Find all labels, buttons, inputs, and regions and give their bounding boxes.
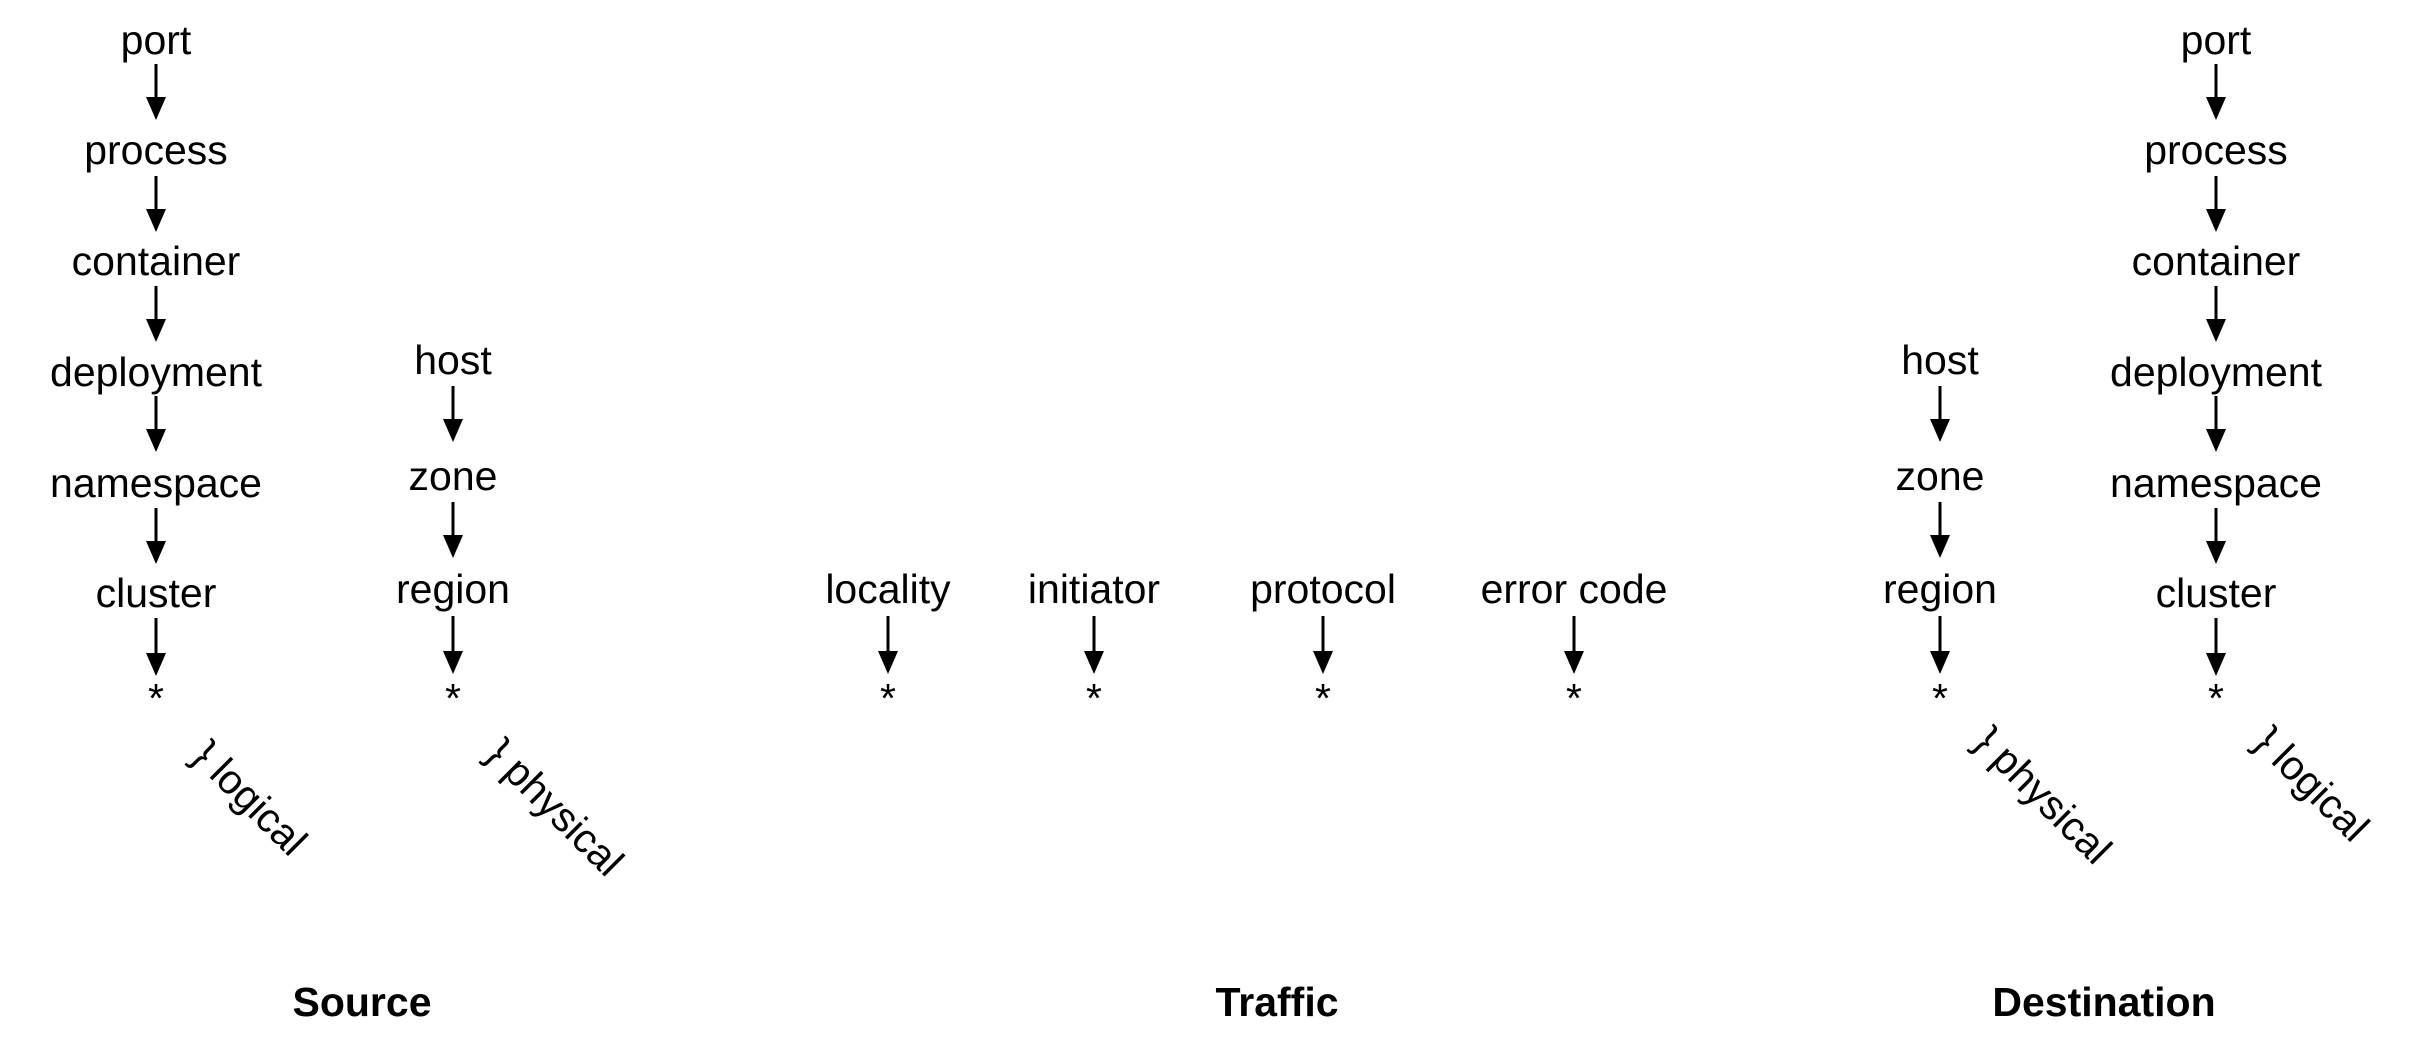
arrow-icon — [2206, 286, 2226, 342]
source-physical-node: host — [414, 337, 492, 383]
destination-physical-wildcard: * — [1932, 675, 1948, 721]
destination-physical-label: } physical — [1966, 718, 2121, 873]
destination-logical-node: port — [2181, 17, 2252, 63]
traffic-dimension-label: locality — [825, 566, 951, 612]
source-logical-wildcard: * — [148, 675, 164, 721]
source-logical-node: port — [121, 17, 192, 63]
source-section-title: Source — [293, 979, 432, 1025]
source-logical-node: cluster — [96, 570, 217, 616]
arrow-icon — [2206, 396, 2226, 452]
traffic-dimension-wildcard: * — [880, 675, 896, 721]
source-physical-node: zone — [409, 453, 498, 499]
destination-logical-node: namespace — [2110, 460, 2322, 506]
arrow-icon — [1930, 386, 1950, 442]
destination-logical-node: process — [2144, 127, 2288, 173]
arrow-icon — [878, 616, 898, 674]
arrow-icon — [146, 64, 166, 120]
source-logical-chain: port process container deployment namesp… — [50, 17, 316, 864]
arrow-icon — [2206, 176, 2226, 232]
traffic-section-title: Traffic — [1215, 979, 1338, 1025]
arrow-icon — [146, 176, 166, 232]
arrow-icon — [146, 286, 166, 342]
arrow-icon — [2206, 64, 2226, 120]
source-logical-node: container — [72, 238, 241, 284]
destination-physical-node: zone — [1896, 453, 1985, 499]
traffic-dimension-label: protocol — [1250, 566, 1396, 612]
destination-logical-node: deployment — [2110, 349, 2323, 395]
arrow-icon — [1930, 616, 1950, 674]
traffic-dimension-wildcard: * — [1315, 675, 1331, 721]
arrow-icon — [1313, 616, 1333, 674]
source-logical-node: deployment — [50, 349, 263, 395]
traffic-dimensions: locality * initiator * protocol * error … — [825, 566, 1667, 721]
destination-logical-chain: port process container deployment namesp… — [2110, 17, 2378, 850]
traffic-dimension-wildcard: * — [1566, 675, 1582, 721]
arrow-icon — [146, 396, 166, 452]
destination-logical-wildcard: * — [2208, 675, 2224, 721]
source-physical-node: region — [396, 566, 510, 612]
arrow-icon — [443, 502, 463, 558]
source-logical-node: process — [84, 127, 228, 173]
traffic-dimension-label: initiator — [1028, 566, 1160, 612]
destination-physical-chain: host zone region * } physical — [1883, 337, 2121, 873]
arrow-icon — [146, 618, 166, 676]
source-physical-wildcard: * — [445, 675, 461, 721]
destination-physical-node: host — [1901, 337, 1979, 383]
arrow-icon — [146, 508, 166, 564]
source-physical-chain: host zone region * } physical — [396, 337, 633, 885]
destination-logical-node: container — [2132, 238, 2301, 284]
destination-logical-node: cluster — [2156, 570, 2277, 616]
source-logical-label: } logical — [184, 732, 316, 864]
arrow-icon — [2206, 508, 2226, 564]
source-physical-label: } physical — [478, 730, 633, 885]
destination-logical-label: } logical — [2246, 718, 2378, 850]
arrow-icon — [443, 616, 463, 674]
destination-physical-node: region — [1883, 566, 1997, 612]
source-logical-node: namespace — [50, 460, 262, 506]
traffic-dimension-label: error code — [1481, 566, 1668, 612]
arrow-icon — [1564, 616, 1584, 674]
destination-section-title: Destination — [1992, 979, 2215, 1025]
arrow-icon — [1930, 502, 1950, 558]
arrow-icon — [2206, 618, 2226, 676]
arrow-icon — [1084, 616, 1104, 674]
traffic-dimension-wildcard: * — [1086, 675, 1102, 721]
arrow-icon — [443, 386, 463, 442]
